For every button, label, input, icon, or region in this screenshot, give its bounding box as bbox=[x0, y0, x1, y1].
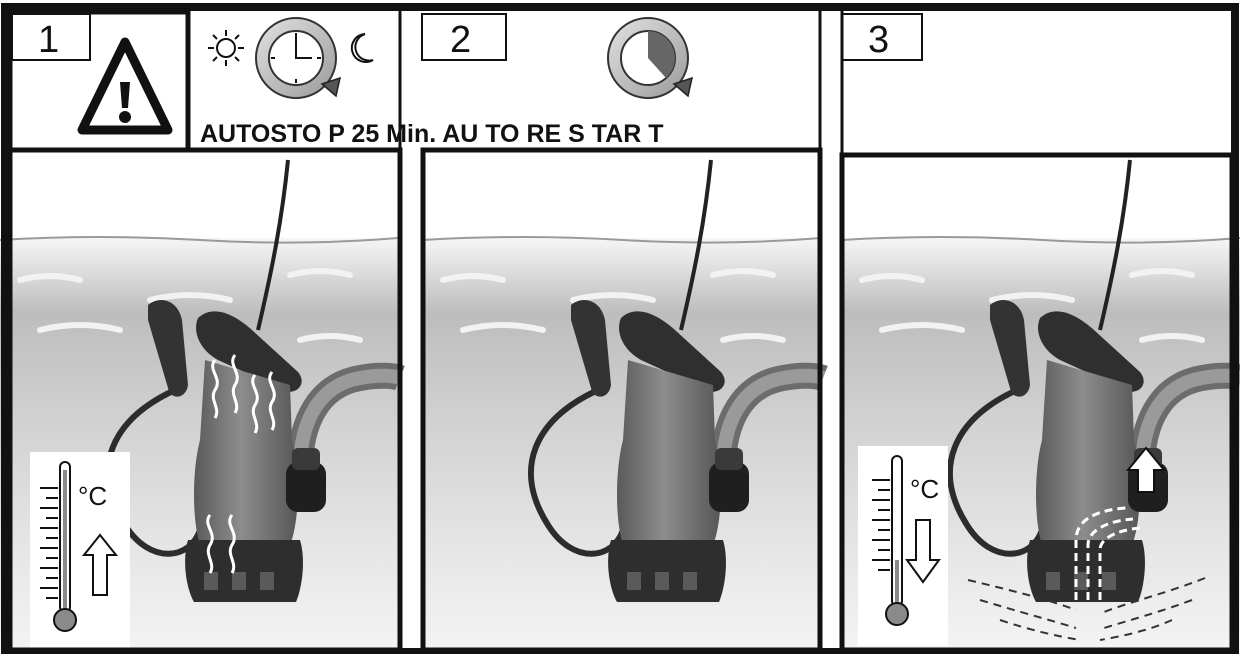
step-number-box-1 bbox=[11, 13, 91, 61]
step-number-1: 1 bbox=[38, 19, 59, 61]
coolant-flow bbox=[1074, 506, 1141, 600]
arrow-up-icon bbox=[81, 533, 119, 596]
sun-icon bbox=[208, 30, 244, 66]
step-number-3: 3 bbox=[868, 19, 889, 61]
heat-waves bbox=[206, 354, 276, 574]
panel-1: °C 1 bbox=[0, 9, 400, 654]
panel-3: °C 3 bbox=[841, 13, 1240, 654]
panel-2: 2 bbox=[421, 13, 823, 654]
thermometer-icon bbox=[872, 455, 909, 626]
temperature-unit-1: °C bbox=[78, 481, 107, 511]
temperature-unit-3: °C bbox=[910, 474, 939, 504]
arrow-down-icon bbox=[905, 519, 941, 584]
outer-frame bbox=[1, 3, 1239, 654]
suction-lines bbox=[967, 577, 1206, 641]
clock-icon bbox=[255, 17, 342, 99]
step-number-box-3 bbox=[841, 13, 923, 61]
timer-cycle-icon bbox=[607, 17, 694, 99]
step-number-box-2 bbox=[421, 13, 507, 61]
step-number-2: 2 bbox=[450, 19, 471, 61]
warning-triangle-icon bbox=[77, 37, 173, 135]
moon-icon bbox=[350, 33, 374, 63]
thermometer-icon bbox=[40, 461, 77, 632]
arrow-up-flow-icon bbox=[1125, 446, 1167, 493]
caption-autostop-restart: AUTOSTO P 25 Min. AU TO RE S TAR T bbox=[200, 120, 664, 148]
